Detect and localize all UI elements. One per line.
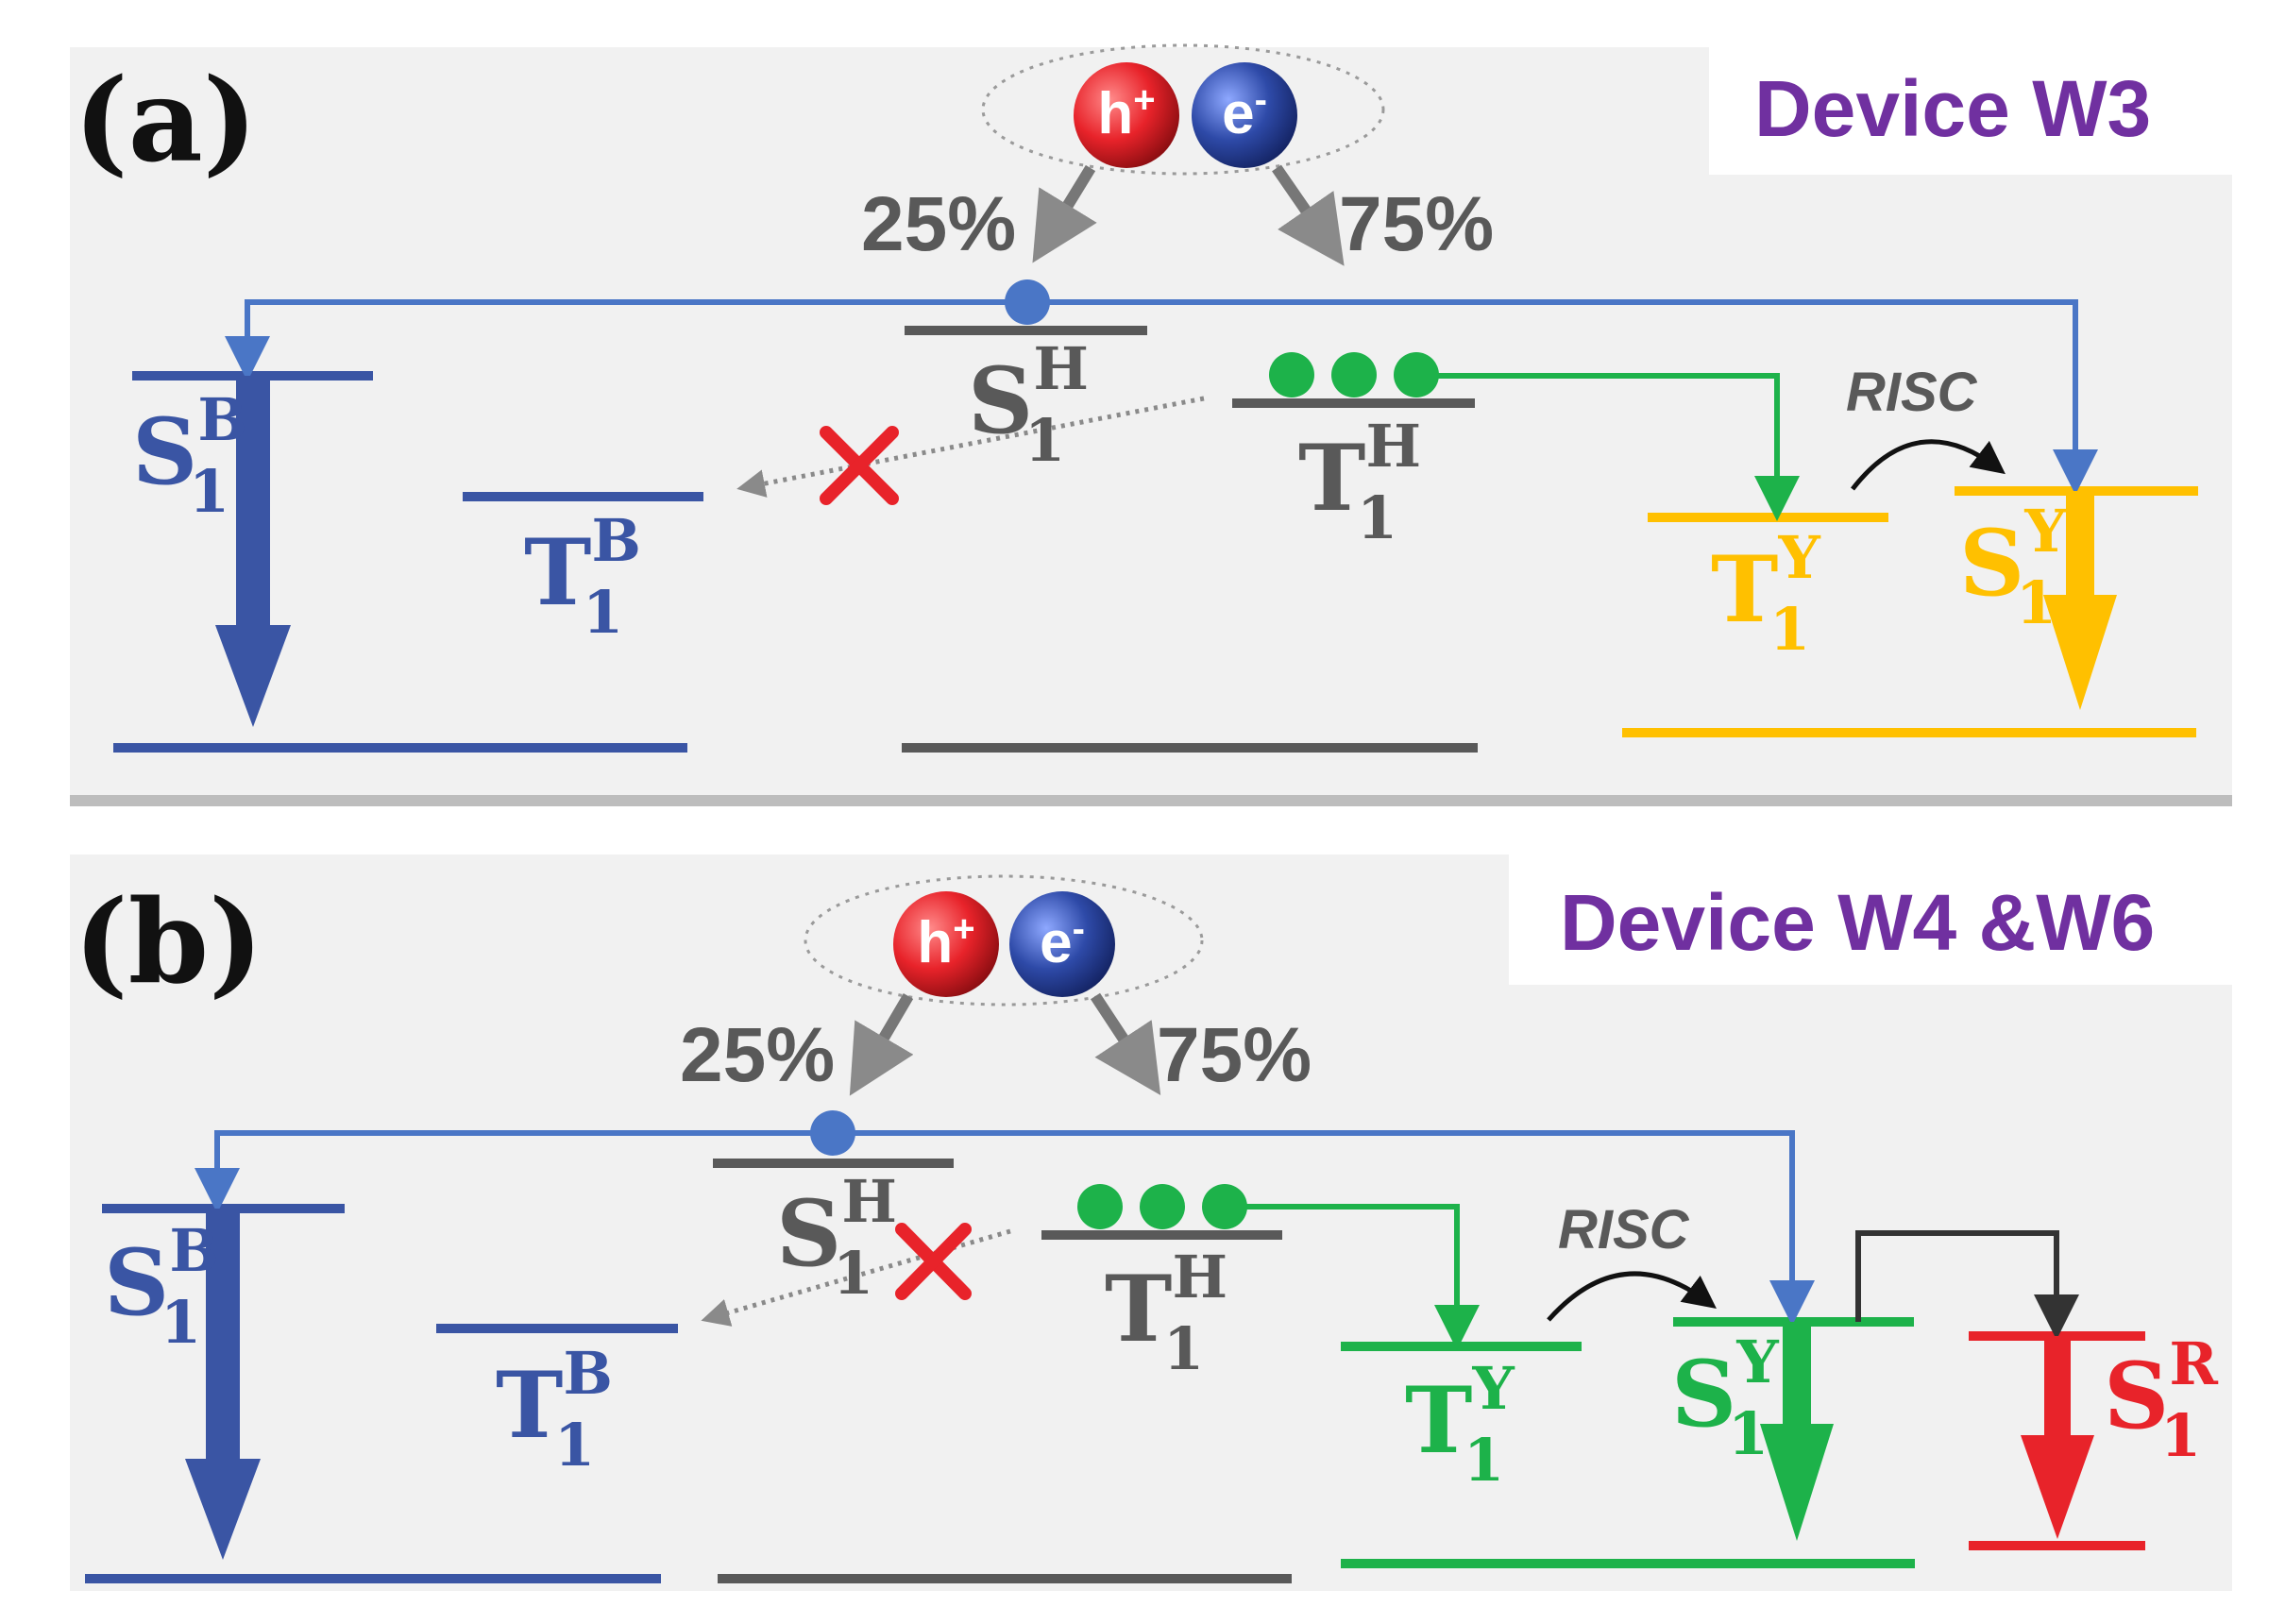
singlet-formation-arrow [1032,164,1097,263]
panel-a-device-box [1709,47,2232,175]
exciton-outline [804,874,1204,1007]
triplet-exciton-dot-3 [1202,1184,1247,1229]
blocked-triplet-transfer [736,396,1205,498]
blocked-cross-icon [895,1223,972,1300]
green-emission-arrow [1760,1322,1834,1541]
risc-arrow [1547,1271,1717,1322]
triplet-exciton-dot-3 [1394,352,1439,398]
singlet-exciton-dot [1005,279,1050,325]
singlet-formation-arrow [849,992,914,1096]
blue-emission-arrow [185,1209,261,1560]
singlet-transfer-to-yellow [1027,299,2098,495]
panel-b-device-title: Device W4 &W6 [1560,878,2155,967]
panel-b-device-box [1509,854,2232,985]
panel-b: (b) Device W4 &W6 h+ e- 25% 75% [70,854,2232,1591]
singlet-exciton-dot [810,1110,855,1156]
risc-arrow [1851,439,2006,491]
svg-text:e-: e- [1040,908,1085,975]
risc-label: RISC [1558,1199,1690,1260]
panel-a-device-title: Device W3 [1754,64,2151,153]
svg-text:h+: h+ [917,908,974,975]
green-to-red-transfer [1855,1230,2079,1340]
singlet-transfer-to-blue [225,299,1027,381]
electron-icon: e- [1192,62,1297,168]
hole-icon: h+ [1074,62,1179,168]
svg-text:e-: e- [1222,79,1267,146]
panel-a: (a) Device W3 h+ e- 25% 75% [70,43,2232,806]
triplet-percent: 75% [1157,1012,1312,1098]
panel-b-letter: (b) [74,873,263,1009]
triplet-transfer-to-yellow [1435,373,1800,521]
blocked-cross-icon [820,426,899,505]
yellow-emission-arrow [2043,491,2117,710]
triplet-percent: 75% [1339,181,1494,267]
singlet-percent: 25% [861,181,1016,267]
svg-text:h+: h+ [1097,79,1155,146]
red-emission-arrow [2021,1336,2094,1539]
panel-a-letter: (a) [74,52,258,188]
triplet-exciton-dot-2 [1140,1184,1185,1229]
risc-label: RISC [1846,362,1978,423]
triplet-exciton-dot-2 [1331,352,1377,398]
triplet-transfer-to-green [1244,1204,1480,1350]
triplet-formation-arrow [1090,992,1161,1096]
hole-icon: h+ [893,891,999,997]
exciton-outline [981,43,1385,176]
triplet-exciton-dot-1 [1077,1184,1123,1229]
electron-icon: e- [1009,891,1115,997]
blue-emission-arrow [215,376,291,727]
triplet-exciton-dot-1 [1269,352,1314,398]
singlet-transfer-to-blue [195,1130,833,1213]
triplet-formation-arrow [1272,164,1345,266]
panel-a-shadow [70,793,2232,806]
singlet-transfer-to-green [833,1130,1815,1326]
singlet-percent: 25% [680,1012,835,1098]
